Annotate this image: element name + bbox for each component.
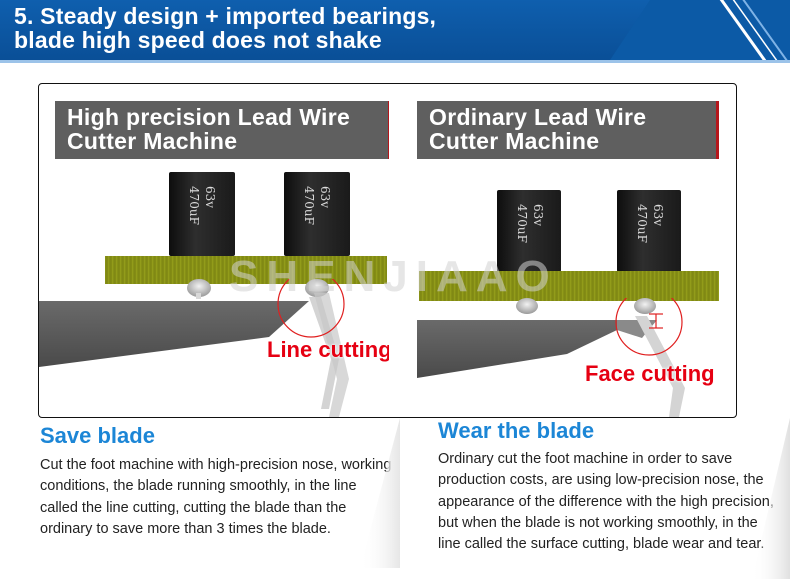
blade-illustration: [39, 279, 349, 417]
header-title-line1: 5. Steady design + imported bearings,: [14, 3, 437, 29]
right-panel-banner: Ordinary Lead Wire Cutter Machine: [417, 101, 719, 159]
capacitor-voltage: 63v: [651, 204, 665, 227]
capacitor-capacitance: 470uF: [187, 186, 201, 225]
right-banner-line1: Ordinary Lead Wire: [429, 104, 647, 130]
pcb-board: [419, 271, 719, 301]
comparison-frame: High precision Lead Wire Cutter Machine …: [38, 83, 737, 418]
capacitor: 470uF 63v: [284, 172, 350, 256]
left-banner-line2: Cutter Machine: [67, 128, 238, 154]
capacitor-capacitance: 470uF: [515, 204, 529, 243]
watermark: SHENJIAAO: [229, 252, 558, 301]
header-banner: 5. Steady design + imported bearings, bl…: [0, 0, 790, 60]
header-title: 5. Steady design + imported bearings, bl…: [14, 4, 574, 52]
blade-illustration: [417, 298, 685, 417]
right-panel: Ordinary Lead Wire Cutter Machine 470uF …: [417, 84, 736, 417]
capacitor: 470uF 63v: [617, 190, 681, 272]
face-cutting-label: Face cutting: [585, 361, 715, 386]
capacitor: 470uF 63v: [497, 190, 561, 272]
left-panel-banner: High precision Lead Wire Cutter Machine: [55, 101, 389, 159]
header-title-line2: blade high speed does not shake: [14, 27, 382, 53]
left-panel: High precision Lead Wire Cutter Machine …: [39, 84, 389, 417]
header-decoration: [610, 0, 790, 60]
save-blade-title: Save blade: [40, 423, 155, 448]
capacitor-capacitance: 470uF: [635, 204, 649, 243]
decorative-shade: [360, 418, 400, 568]
pcb-board: [105, 256, 387, 284]
line-cutting-label: Line cutting: [267, 337, 389, 362]
right-banner-line2: Cutter Machine: [429, 128, 600, 154]
wear-blade-title: Wear the blade: [438, 418, 595, 443]
save-blade-description: Cut the foot machine with high-precision…: [40, 457, 392, 537]
capacitor-capacitance: 470uF: [302, 186, 316, 225]
capacitor-voltage: 63v: [203, 186, 217, 209]
left-banner-line1: High precision Lead Wire: [67, 104, 351, 130]
capacitor-voltage: 63v: [531, 204, 545, 227]
wear-blade-description: Ordinary cut the foot machine in order t…: [438, 451, 774, 553]
capacitor-voltage: 63v: [318, 186, 332, 209]
capacitor: 470uF 63v: [169, 172, 235, 256]
decorative-shade: [752, 418, 790, 579]
header-underline: [0, 60, 790, 63]
